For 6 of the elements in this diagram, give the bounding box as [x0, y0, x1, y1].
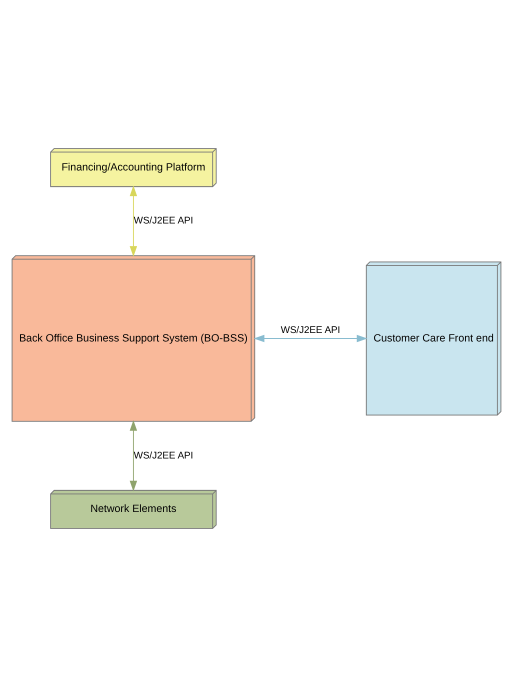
edge-label: WS/J2EE API: [280, 324, 340, 336]
edge-label: WS/J2EE API: [134, 215, 194, 226]
arrow: [254, 334, 368, 342]
edge-label: WS/J2EE API: [134, 450, 194, 461]
arrow: [130, 185, 138, 256]
arrow: [130, 420, 138, 491]
